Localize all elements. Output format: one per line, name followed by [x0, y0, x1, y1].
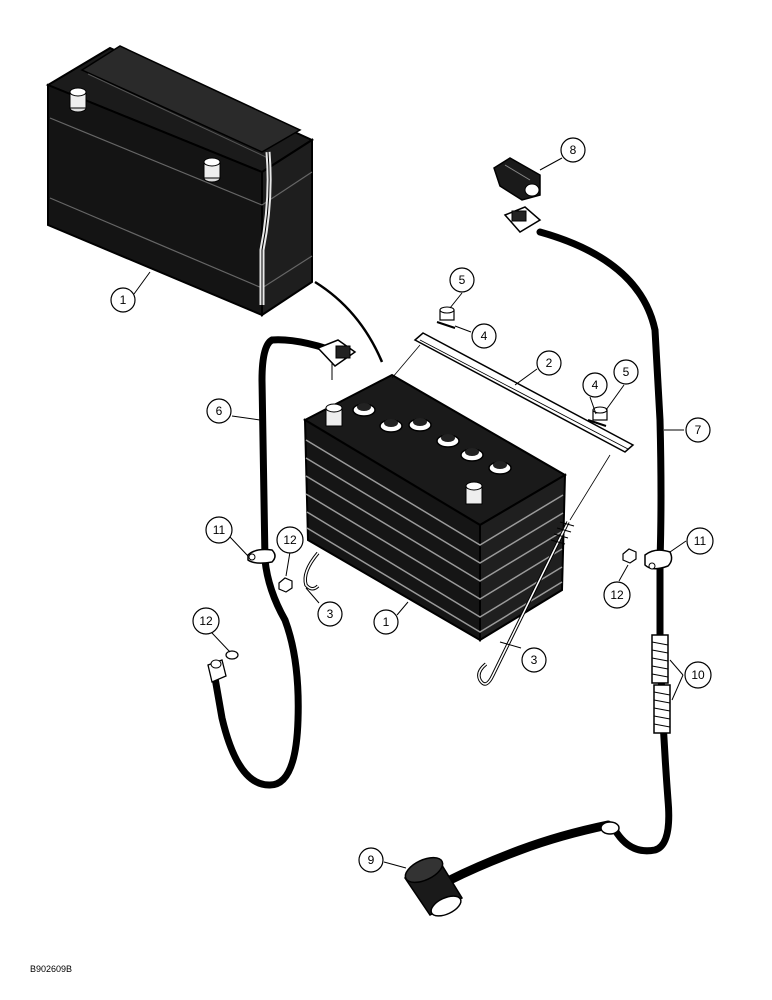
- callout-1-main: 1: [373, 609, 399, 635]
- callout-12-right: 12: [603, 581, 631, 609]
- nut: [439, 306, 455, 321]
- callout-label: 2: [546, 356, 553, 370]
- terminal-post: [465, 481, 483, 505]
- washer: [436, 321, 456, 329]
- cell-cap: [408, 418, 432, 432]
- hold-down-bar: [413, 332, 635, 453]
- insulating-sleeve: [653, 684, 671, 734]
- callout-label: 12: [283, 533, 297, 547]
- nut: [278, 577, 293, 593]
- callout-label: 5: [623, 365, 630, 379]
- callout-group: [133, 157, 687, 869]
- callout-label: 1: [383, 615, 390, 629]
- callout-9: 9: [358, 847, 384, 873]
- cell-cap: [488, 461, 512, 475]
- cell-cap: [460, 448, 484, 462]
- terminal-boot: [493, 157, 541, 201]
- callout-label: 12: [610, 588, 624, 602]
- callout-3-left: 3: [317, 601, 343, 627]
- j-bolt: [477, 521, 575, 686]
- callout-4-left: 4: [471, 323, 497, 349]
- callout-label: 11: [694, 534, 707, 548]
- callout-2: 2: [536, 350, 562, 376]
- cell-cap: [436, 434, 460, 448]
- insulating-sleeve: [651, 634, 669, 684]
- leader-line: [314, 280, 384, 363]
- terminal-post: [203, 157, 221, 183]
- callout-label: 5: [459, 273, 466, 287]
- callout-label: 4: [481, 329, 488, 343]
- callout-12-upper: 12: [276, 526, 304, 554]
- callout-label: 8: [570, 143, 577, 157]
- callout-10: 10: [684, 661, 712, 689]
- callout-8: 8: [560, 137, 586, 163]
- ground-cable: [207, 336, 357, 789]
- callout-1-top: 1: [110, 287, 136, 313]
- callout-5-left: 5: [449, 267, 475, 293]
- callout-label: 10: [691, 668, 705, 682]
- cable-connector: [600, 821, 620, 835]
- j-bolt: [303, 551, 320, 591]
- callout-label: 9: [368, 853, 375, 867]
- washer: [225, 650, 239, 660]
- callout-label: 3: [327, 607, 334, 621]
- cable-end-boot: [403, 856, 464, 917]
- callout-7: 7: [685, 417, 711, 443]
- cell-cap: [379, 419, 403, 433]
- callout-11-right: 11: [686, 527, 714, 555]
- battery-main: [302, 373, 567, 642]
- callout-12-lower: 12: [192, 607, 220, 635]
- nut: [622, 548, 637, 564]
- cable-clip: [247, 548, 276, 564]
- washer: [587, 419, 607, 427]
- callout-3-right: 3: [521, 647, 547, 673]
- battery-top-left: [45, 45, 315, 317]
- callout-5-right: 5: [613, 359, 639, 385]
- callout-label: 12: [199, 614, 213, 628]
- cable-clip: [644, 549, 673, 570]
- callout-label: 4: [592, 378, 599, 392]
- callout-4-right: 4: [582, 372, 608, 398]
- leader-line: [569, 454, 611, 521]
- ring-terminal: [207, 659, 227, 683]
- terminal-post: [325, 403, 343, 427]
- leader-line: [391, 344, 421, 379]
- cable-clamp: [503, 206, 542, 233]
- callout-label: 1: [120, 293, 127, 307]
- callout-6: 6: [206, 398, 232, 424]
- callout-label: 11: [213, 523, 226, 537]
- terminal-post: [69, 87, 87, 113]
- callout-label: 3: [531, 653, 538, 667]
- callout-11-left: 11: [205, 516, 233, 544]
- callout-label: 7: [695, 423, 702, 437]
- cell-cap: [352, 403, 376, 417]
- nut: [592, 406, 608, 421]
- callout-label: 6: [216, 404, 223, 418]
- cable-clamp: [316, 339, 357, 380]
- figure-id: B902609B: [30, 964, 72, 974]
